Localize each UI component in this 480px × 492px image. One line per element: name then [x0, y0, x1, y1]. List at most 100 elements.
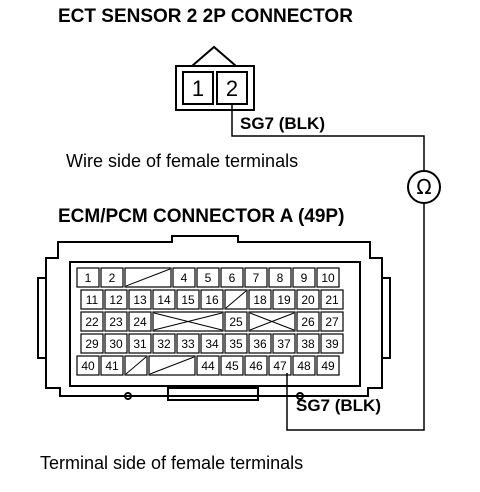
- ecm-pin-label: 21: [325, 293, 339, 307]
- ecm-pin-cell: [316, 355, 340, 376]
- ecm-pin-cell: [316, 267, 340, 288]
- ecm-pin-label: 31: [133, 337, 147, 351]
- ecm-pin-label: 29: [85, 337, 99, 351]
- ecm-pin-label: 26: [301, 315, 315, 329]
- ecm-pin-cell: [100, 355, 124, 376]
- ecm-pin-cell: [248, 333, 272, 354]
- ecm-pin-cell: [224, 333, 248, 354]
- ecm-pin-label: 16: [205, 293, 219, 307]
- ecm-pin-label: 24: [133, 315, 147, 329]
- ecm-pin-label: 47: [273, 359, 287, 373]
- ecm-pin-cell: [296, 289, 320, 310]
- ecm-pin-label: 27: [325, 315, 339, 329]
- ecm-pin-cell: [172, 267, 196, 288]
- ecm-pin-cell: [80, 289, 104, 310]
- ecm-pin-label: 11: [86, 293, 99, 307]
- ecm-pin-label: 2: [109, 271, 116, 285]
- ecm-pin-label: 23: [109, 315, 123, 329]
- ecm-pin-label: 13: [133, 293, 147, 307]
- ecm-pin-cell: [320, 333, 344, 354]
- ecm-pin-cell: [220, 355, 244, 376]
- ecm-pin-cell: [292, 267, 316, 288]
- ect-connector-latch: [191, 45, 237, 67]
- ecm-pin-cell: [268, 355, 292, 376]
- ect-pin-1-cell: [182, 71, 214, 105]
- ecm-pin-label: 20: [301, 293, 315, 307]
- ecm-pin-label: 37: [277, 337, 291, 351]
- ecm-pin-cell: [268, 267, 292, 288]
- ecm-pin-cell: [76, 267, 100, 288]
- ecm-pin-label: 18: [253, 293, 267, 307]
- sg7-label-top: SG7 (BLK): [240, 114, 325, 133]
- wire-side-caption: Wire side of female terminals: [66, 151, 299, 171]
- ecm-blank-cell: [248, 311, 296, 332]
- ecm-pin-label: 8: [277, 271, 284, 285]
- ecm-pin-label: 4: [181, 271, 188, 285]
- ecm-pin-label: 14: [157, 293, 171, 307]
- ecm-pin-cell: [196, 355, 220, 376]
- ecm-pin-label: 5: [205, 271, 212, 285]
- ecm-pin-label: 9: [301, 271, 308, 285]
- ecm-pin-cell: [100, 267, 124, 288]
- ecm-pin-label: 34: [205, 337, 219, 351]
- ecm-blank-diagonal: [153, 312, 223, 331]
- ecm-pin-label: 49: [321, 359, 335, 373]
- ecm-pin-label: 41: [105, 359, 119, 373]
- ecm-pin-cell: [292, 355, 316, 376]
- ecm-pin-cell: [128, 311, 152, 332]
- ect-connector-title: ECT SENSOR 2 2P CONNECTOR: [58, 6, 353, 27]
- ecm-right-clip: [382, 277, 391, 359]
- ecm-pin-label: 46: [249, 359, 263, 373]
- ecm-pin-label: 19: [277, 293, 291, 307]
- ect-connector-housing: [175, 65, 255, 111]
- ecm-pin-label: 1: [85, 271, 92, 285]
- ecm-pin-cell: [152, 289, 176, 310]
- ecm-pin-cell: [200, 333, 224, 354]
- ecm-pin-label: 38: [301, 337, 315, 351]
- ecm-pin-cell: [128, 333, 152, 354]
- ecm-pin-label: 33: [181, 337, 195, 351]
- ecm-pin-label: 35: [229, 337, 243, 351]
- ecm-pin-label: 30: [109, 337, 123, 351]
- ecm-pin-cell: [244, 355, 268, 376]
- sg7-label-bottom: SG7 (BLK): [296, 396, 381, 415]
- ecm-pin-cell: [320, 311, 344, 332]
- ecm-pin-cell: [176, 333, 200, 354]
- ecm-pin-label: 40: [81, 359, 95, 373]
- ecm-inner-frame: [69, 261, 361, 387]
- ecm-pin-cell: [76, 355, 100, 376]
- ecm-pin-cell: [104, 289, 128, 310]
- ecm-blank-cell: [124, 267, 172, 288]
- ecm-outer-shell: [45, 235, 383, 397]
- ecm-left-clip: [37, 277, 46, 359]
- ect-pin-1: 1: [192, 76, 204, 101]
- ecm-pin-label: 22: [85, 315, 99, 329]
- ecm-pin-cell: [104, 311, 128, 332]
- ecm-pin-label: 36: [253, 337, 267, 351]
- terminal-side-caption: Terminal side of female terminals: [40, 453, 304, 473]
- ecm-blank-cell: [148, 355, 196, 376]
- ecm-pin-cell: [220, 267, 244, 288]
- ecm-pin-cell: [296, 333, 320, 354]
- ecm-pin-cell: [196, 267, 220, 288]
- ecm-pin-label: 6: [229, 271, 236, 285]
- ecm-pin-cell: [200, 289, 224, 310]
- ecm-blank-diagonal: [125, 268, 171, 287]
- ecm-pin-cell: [272, 289, 296, 310]
- ecm-pin-cell: [320, 289, 344, 310]
- ecm-pin-label: 25: [229, 315, 243, 329]
- ecm-blank-cell: [124, 355, 148, 376]
- ecm-pin-cell: [104, 333, 128, 354]
- ecm-blank-cell: [224, 289, 248, 310]
- ecm-pin-cell: [80, 311, 104, 332]
- ecm-pin-cell: [224, 311, 248, 332]
- ecm-pin-label: 45: [225, 359, 239, 373]
- ecm-connector-housing: [37, 235, 391, 401]
- ecm-pin-label: 44: [201, 359, 215, 373]
- ecm-blank-diagonal: [125, 356, 147, 375]
- ecm-pin-label: 12: [109, 293, 123, 307]
- ecm-pin-cell: [152, 333, 176, 354]
- ecm-connector-title: ECM/PCM CONNECTOR A (49P): [58, 206, 345, 227]
